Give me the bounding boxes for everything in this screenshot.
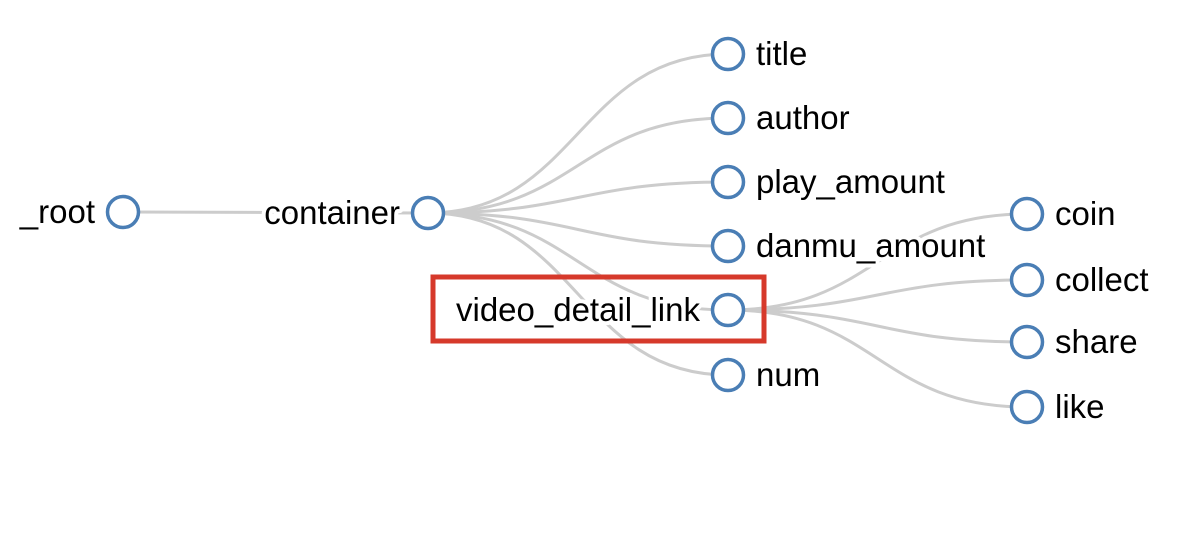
node-label: title — [756, 35, 807, 72]
tree-link-video_detail_link-share — [727, 308, 1028, 344]
node-circle[interactable] — [1009, 389, 1045, 425]
node-circle[interactable] — [710, 164, 746, 200]
node-circle[interactable] — [105, 194, 141, 230]
tree-link-video_detail_link-like — [727, 308, 1028, 409]
node-label: collect — [1055, 261, 1149, 298]
tree-link-container-title — [427, 52, 729, 215]
tree-node-container[interactable]: container — [260, 190, 446, 235]
tree-link-video_detail_link-coin — [727, 212, 1028, 312]
tree-node-play_amount[interactable]: play_amount — [710, 159, 949, 204]
tree-node-title[interactable]: title — [710, 31, 811, 76]
node-circle[interactable] — [410, 195, 446, 231]
tree-link-container-danmu_amount — [427, 211, 729, 248]
node-label: share — [1055, 323, 1138, 360]
node-circle[interactable] — [710, 36, 746, 72]
tree-link-container-play_amount — [427, 180, 729, 215]
node-label: _root — [19, 193, 95, 230]
node-label: container — [264, 194, 400, 231]
node-circle[interactable] — [1009, 262, 1045, 298]
node-label: video_detail_link — [456, 291, 701, 328]
node-circle[interactable] — [1009, 324, 1045, 360]
node-circle[interactable] — [710, 100, 746, 136]
tree-node-coin[interactable]: coin — [1009, 191, 1120, 236]
tree-node-_root[interactable]: _root — [15, 189, 141, 234]
node-label: num — [756, 356, 820, 393]
node-circle[interactable] — [710, 228, 746, 264]
tree-node-like[interactable]: like — [1009, 384, 1109, 429]
node-circle[interactable] — [1009, 196, 1045, 232]
tree-node-collect[interactable]: collect — [1009, 257, 1153, 302]
tree-link-container-author — [427, 116, 729, 215]
tree-node-author[interactable]: author — [710, 95, 854, 140]
node-label: play_amount — [756, 163, 945, 200]
tree-link-_root-container — [122, 210, 429, 215]
node-circle[interactable] — [710, 357, 746, 393]
node-label: author — [756, 99, 850, 136]
node-label: danmu_amount — [756, 227, 985, 264]
tree-node-num[interactable]: num — [710, 352, 824, 397]
tree-link-video_detail_link-collect — [727, 278, 1028, 312]
tree-node-danmu_amount[interactable]: danmu_amount — [710, 223, 989, 268]
tree-node-share[interactable]: share — [1009, 319, 1142, 364]
node-label: coin — [1055, 195, 1116, 232]
node-label: like — [1055, 388, 1105, 425]
node-circle[interactable] — [710, 292, 746, 328]
